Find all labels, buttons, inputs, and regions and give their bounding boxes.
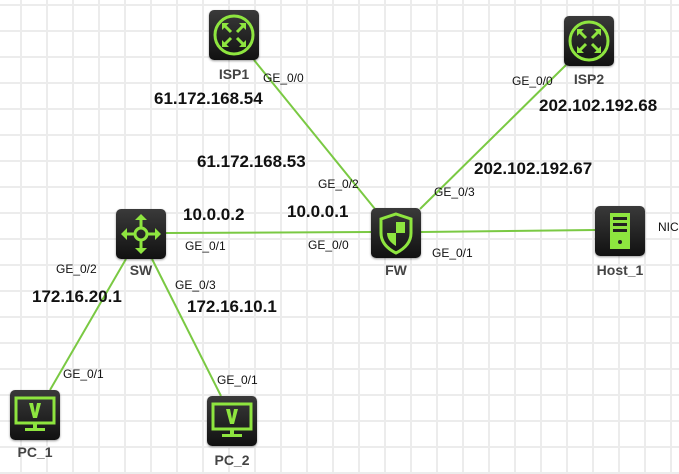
ip-label: 172.16.10.1 xyxy=(187,297,277,316)
ip-label: 202.102.192.67 xyxy=(474,159,593,178)
link-isp1-fw[interactable] xyxy=(253,59,376,210)
port-label: GE_0/2 xyxy=(318,177,359,191)
link-isp2-fw[interactable] xyxy=(419,64,567,210)
device-host1[interactable] xyxy=(595,206,645,256)
device-label-pc1: PC_1 xyxy=(17,444,53,460)
device-isp1[interactable] xyxy=(209,10,259,60)
device-label-host1: Host_1 xyxy=(596,262,644,278)
ip-label: 10.0.0.1 xyxy=(287,202,349,221)
device-isp2[interactable] xyxy=(564,16,614,66)
link-fw-host1[interactable] xyxy=(420,229,596,233)
port-label: GE_0/1 xyxy=(63,367,104,381)
ip-label: 172.16.20.1 xyxy=(32,287,122,306)
ip-label: 61.172.168.54 xyxy=(154,89,263,108)
device-pc1[interactable] xyxy=(10,390,60,440)
server-icon xyxy=(610,213,630,249)
router-icon xyxy=(213,14,255,56)
port-label: NIC xyxy=(658,220,679,234)
device-label-fw: FW xyxy=(385,262,407,278)
ip-label: 10.0.0.2 xyxy=(183,205,245,224)
firewall-icon xyxy=(379,212,413,255)
port-label: GE_0/0 xyxy=(512,74,553,88)
port-label: GE_0/1 xyxy=(185,239,226,253)
switch-icon xyxy=(121,214,161,254)
port-label: GE_0/1 xyxy=(217,373,258,387)
pc-icon xyxy=(14,396,56,431)
link-sw-fw[interactable] xyxy=(165,231,372,234)
device-sw[interactable] xyxy=(116,209,166,259)
port-label: GE_0/3 xyxy=(434,185,475,199)
port-label: GE_0/2 xyxy=(56,262,97,276)
link-sw-pc2[interactable] xyxy=(151,258,222,397)
pc-icon xyxy=(211,402,253,437)
device-label-sw: SW xyxy=(129,262,153,278)
device-label-isp1: ISP1 xyxy=(218,66,250,82)
router-icon xyxy=(568,20,610,62)
device-pc2[interactable] xyxy=(207,396,257,446)
ip-label: 202.102.192.68 xyxy=(539,96,658,115)
port-label: GE_0/3 xyxy=(175,278,216,292)
port-label: GE_0/0 xyxy=(308,238,349,252)
device-label-pc2: PC_2 xyxy=(214,452,250,468)
ip-label: 61.172.168.53 xyxy=(197,152,306,171)
device-label-isp2: ISP2 xyxy=(573,71,605,87)
port-label: GE_0/0 xyxy=(263,71,304,85)
link-sw-pc1[interactable] xyxy=(49,258,127,391)
device-fw[interactable] xyxy=(371,208,421,258)
port-label: GE_0/1 xyxy=(432,246,473,260)
